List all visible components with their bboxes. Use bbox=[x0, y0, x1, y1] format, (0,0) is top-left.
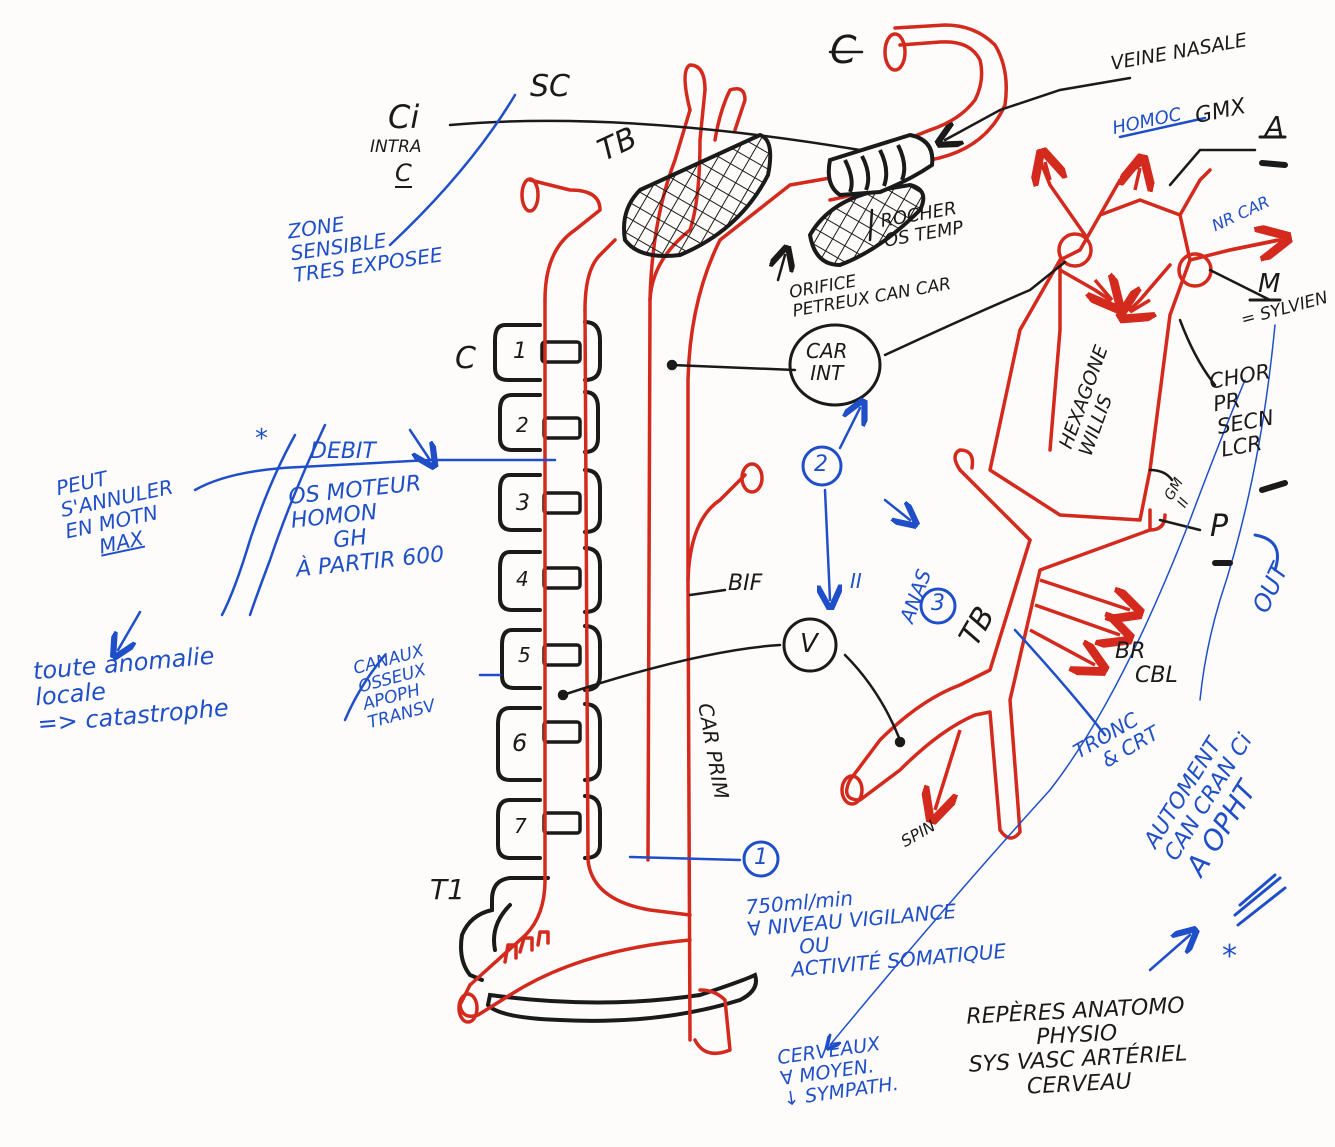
clavicle bbox=[488, 975, 756, 1021]
label-intra: INTRA bbox=[370, 138, 422, 157]
vertebra-number-6: 6 bbox=[512, 730, 527, 756]
label-p: P bbox=[1210, 510, 1228, 543]
label-num3: 3 bbox=[931, 592, 945, 616]
car-int-line-1: CAR bbox=[806, 340, 848, 362]
vertebra-number-2: 2 bbox=[516, 414, 529, 436]
label-sc: SC bbox=[530, 70, 570, 103]
vertebra-number-4: 4 bbox=[516, 568, 529, 590]
vertebra-number-7: 7 bbox=[514, 815, 527, 837]
star-left: * bbox=[255, 425, 268, 454]
label-ci: Ci bbox=[388, 100, 419, 135]
br-cbl-line-1: BR bbox=[1115, 640, 1178, 664]
vertebra-number-3: 3 bbox=[516, 492, 530, 516]
label-c-top: C bbox=[830, 30, 857, 72]
label-m: M bbox=[1258, 270, 1280, 299]
label-car-int: CAR INT bbox=[806, 340, 848, 384]
label-bif: BIF bbox=[728, 572, 762, 596]
car-int-line-2: INT bbox=[806, 362, 848, 384]
vertebral-artery bbox=[470, 300, 545, 985]
foramen-rings bbox=[542, 342, 580, 833]
br-cbl-line-2: CBL bbox=[1115, 664, 1178, 688]
label-br-cbl: BR CBL bbox=[1115, 640, 1178, 688]
label-v: V bbox=[800, 630, 818, 659]
label-a: A bbox=[1265, 112, 1284, 143]
label-c-bar: C bbox=[395, 160, 412, 188]
basilar-artery bbox=[847, 530, 1150, 838]
vertebra-t1 bbox=[461, 878, 548, 980]
label-num2: 2 bbox=[814, 453, 828, 477]
label-c-left: C bbox=[455, 342, 476, 375]
label-num1: 1 bbox=[754, 846, 768, 870]
vertebra-number-5: 5 bbox=[518, 644, 531, 666]
vertebra-number-1: 1 bbox=[513, 340, 527, 364]
label-os-moteur: OS MOTEUR HOMON GH À PARTIR 600 bbox=[287, 470, 445, 582]
label-t1: T1 bbox=[430, 875, 465, 906]
label-toute: toute anomalie locale => catastrophe bbox=[32, 642, 230, 738]
hatched-sinus bbox=[624, 135, 770, 256]
label-debit: DEBIT bbox=[310, 440, 376, 464]
vertebral-column bbox=[461, 322, 756, 1021]
star-right: * bbox=[1222, 940, 1237, 973]
label-ii: II bbox=[850, 570, 862, 592]
diagram-title: REPÈRES ANATOMO PHYSIO SYS VASC ARTÉRIEL… bbox=[966, 994, 1190, 1102]
